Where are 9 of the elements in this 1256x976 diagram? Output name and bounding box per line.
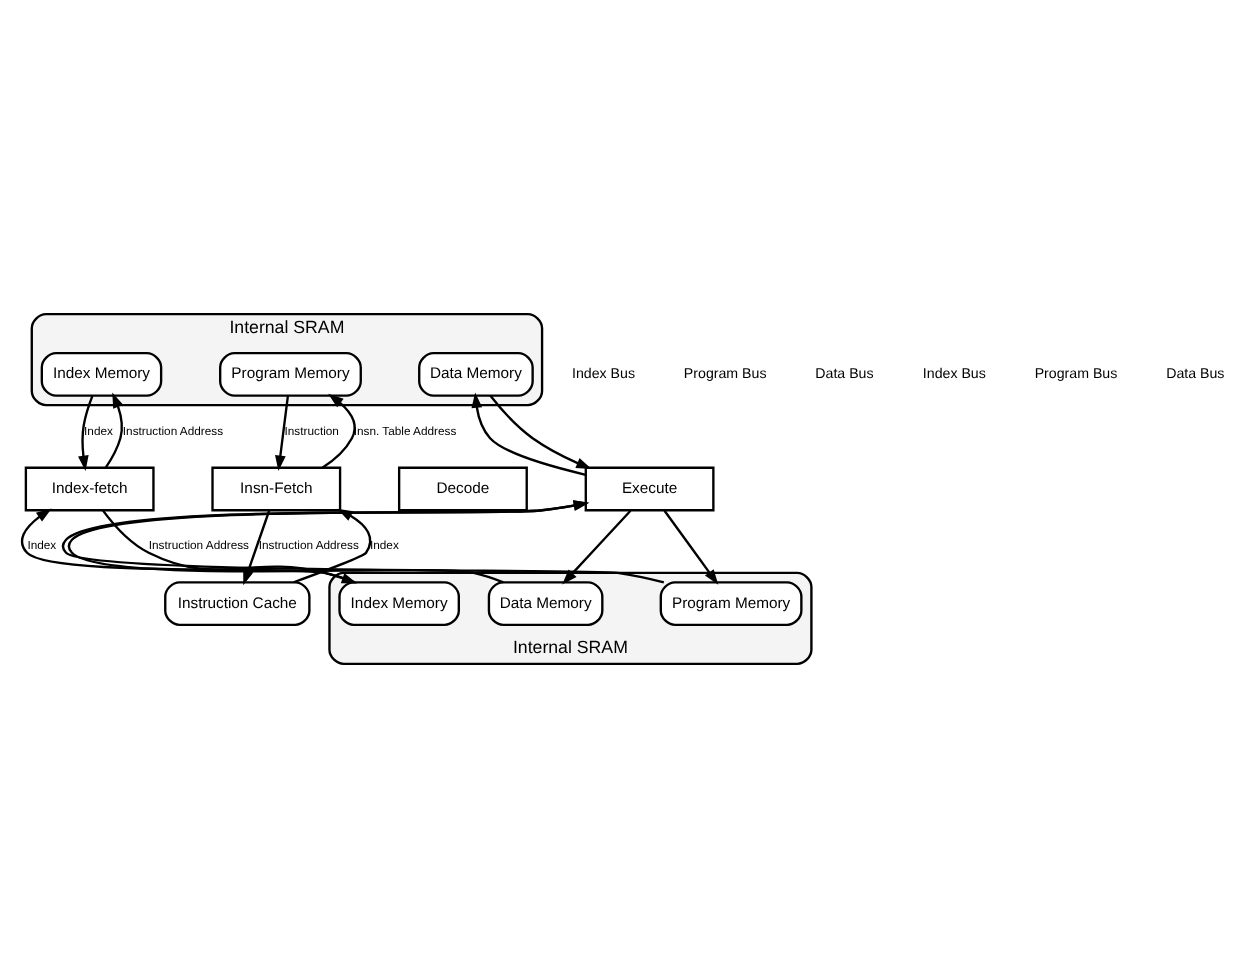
arrow [104, 391, 124, 467]
arrow [663, 509, 719, 584]
arrow [243, 509, 271, 585]
arrow [275, 395, 290, 470]
arrow [321, 392, 356, 468]
arrow [78, 394, 94, 470]
arrow [489, 394, 592, 469]
arrow [562, 508, 632, 584]
arrow [471, 391, 586, 475]
